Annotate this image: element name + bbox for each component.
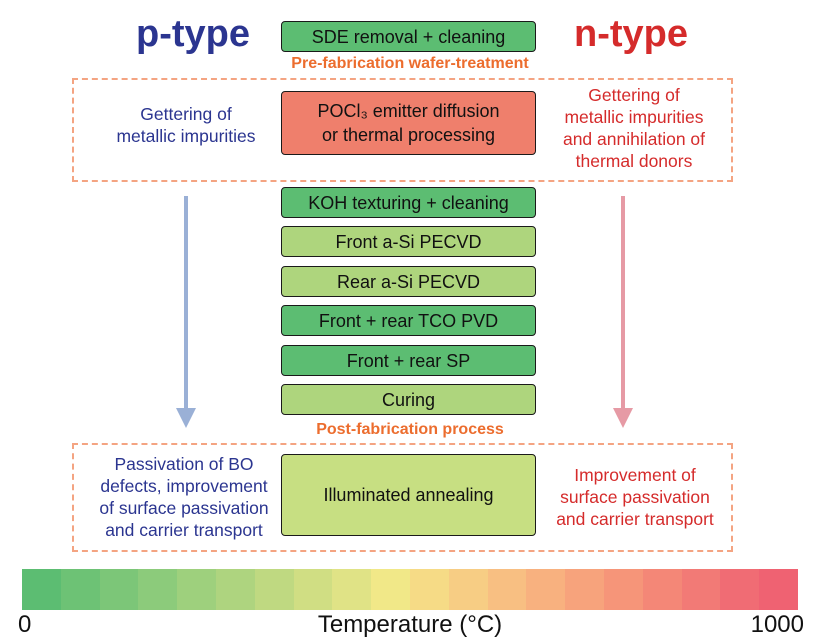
step-sde-removal: SDE removal + cleaning [281, 21, 536, 52]
colorbar-segment [215, 569, 255, 610]
step-pocl3-diffusion: POCl₃ emitter diffusion or thermal proce… [281, 91, 536, 155]
pre-fabrication-box [72, 78, 733, 182]
colorbar-segment [720, 569, 760, 610]
step-rear-asi: Rear a-Si PECVD [281, 266, 536, 297]
note-line: surface passivation [560, 487, 710, 507]
colorbar-segment [565, 569, 604, 610]
colorbar-segment [60, 569, 100, 610]
step-sde-label: SDE removal + cleaning [311, 26, 506, 47]
step-sp-label: Front + rear SP [346, 350, 471, 371]
colorbar-segment [603, 569, 643, 610]
note-line: metallic impurities [564, 107, 704, 127]
step-screen-printing: Front + rear SP [281, 345, 536, 376]
colorbar-segment [759, 569, 798, 610]
note-line: of surface passivation [99, 498, 269, 518]
step-pocl3-line2: or thermal processing [321, 125, 496, 145]
colorbar-segment [99, 569, 139, 610]
post-fabrication-label: Post-fabrication process [316, 421, 504, 438]
post-left-note: Passivation of BO defects, improvement o… [86, 453, 282, 541]
step-annealing-label: Illuminated annealing [323, 485, 494, 505]
step-curing: Curing [281, 384, 536, 415]
note-line: Improvement of [574, 465, 696, 485]
colorbar-segment [409, 569, 449, 610]
temperature-colorbar [22, 569, 798, 610]
step-front-asi: Front a-Si PECVD [281, 226, 536, 257]
colorbar-segment [293, 569, 333, 610]
colorbar-max-label: 1000 [750, 611, 804, 638]
note-line: thermal donors [575, 151, 693, 171]
pre-right-note: Gettering of metallic impurities and ann… [548, 84, 720, 172]
note-line: defects, improvement [100, 476, 268, 496]
colorbar-segment [681, 569, 721, 610]
arrow-head [613, 408, 633, 428]
step-rear-asi-label: Rear a-Si PECVD [336, 271, 481, 292]
arrow-head [176, 408, 196, 428]
n-type-heading: n-type [574, 13, 688, 55]
pre-left-note: Gettering of metallic impurities [98, 103, 274, 147]
note-line: and annihilation of [562, 129, 706, 149]
note-line: Gettering of [588, 85, 680, 105]
colorbar-min-label: 0 [18, 611, 32, 638]
p-type-heading: p-type [136, 13, 250, 55]
step-tco-pvd: Front + rear TCO PVD [281, 305, 536, 336]
note-line: metallic impurities [116, 126, 256, 146]
pre-fabrication-label: Pre-fabrication wafer-treatment [291, 55, 529, 72]
colorbar-segment [22, 569, 61, 610]
step-illuminated-annealing: Illuminated annealing [281, 454, 536, 536]
step-curing-label: Curing [381, 389, 436, 410]
step-koh-label: KOH texturing + cleaning [308, 192, 509, 213]
step-front-asi-label: Front a-Si PECVD [335, 231, 482, 252]
step-koh-texturing: KOH texturing + cleaning [281, 187, 536, 218]
colorbar-segment [371, 569, 410, 610]
post-fabrication-box [72, 443, 733, 552]
note-line: and carrier transport [556, 509, 714, 529]
step-pocl3-line1: POCl₃ emitter diffusion [317, 101, 500, 121]
step-tco-label: Front + rear TCO PVD [318, 310, 499, 331]
post-right-note: Improvement of surface passivation and c… [548, 464, 722, 530]
n-type-arrow [613, 196, 633, 428]
note-line: Gettering of [140, 104, 232, 124]
colorbar-title: Temperature (°C) [317, 611, 503, 638]
colorbar-segment [642, 569, 682, 610]
colorbar-segment [177, 569, 216, 610]
note-line: Passivation of BO [114, 454, 254, 474]
note-line: and carrier transport [105, 520, 263, 540]
colorbar-segment [448, 569, 488, 610]
colorbar-segment [526, 569, 566, 610]
colorbar-segment [332, 569, 372, 610]
p-type-arrow [176, 196, 196, 428]
colorbar-segment [138, 569, 178, 610]
colorbar-segment [254, 569, 294, 610]
colorbar-segment [487, 569, 527, 610]
